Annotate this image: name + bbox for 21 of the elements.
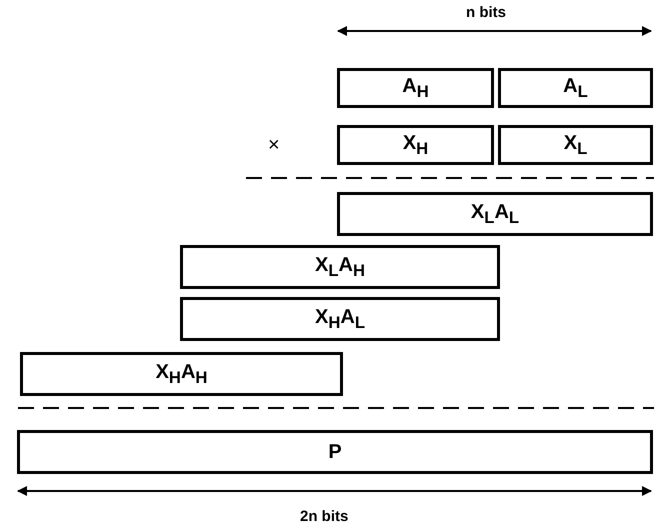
product-bar	[337, 125, 494, 165]
product-bar	[20, 352, 343, 396]
width-label: n bits	[466, 4, 506, 21]
product-bar	[498, 125, 653, 165]
product-bar	[337, 68, 494, 108]
operand-label: X$_{L}$A$_{H}$	[314, 254, 365, 280]
operand-label: X$_{L}$	[564, 132, 588, 158]
product-bar	[180, 245, 500, 289]
product-bar	[180, 297, 500, 341]
operand-label: A$_{H}$	[402, 74, 429, 102]
multiply-sign: ×	[268, 134, 280, 157]
product-bar	[17, 430, 653, 474]
operand-label: A$_{L}$	[563, 74, 588, 102]
product-bar	[337, 192, 653, 236]
width-label: 2n bits	[300, 508, 348, 525]
operand-label: X$_{H}$	[402, 132, 428, 158]
operand-label: X$_{H}$A$_{L}$	[314, 306, 365, 332]
operand-label: X$_{L}$A$_{L}$	[470, 200, 520, 228]
product-bar	[498, 68, 653, 108]
operand-label: P	[328, 440, 342, 464]
operand-label: X$_{H}$A$_{H}$	[156, 360, 208, 388]
